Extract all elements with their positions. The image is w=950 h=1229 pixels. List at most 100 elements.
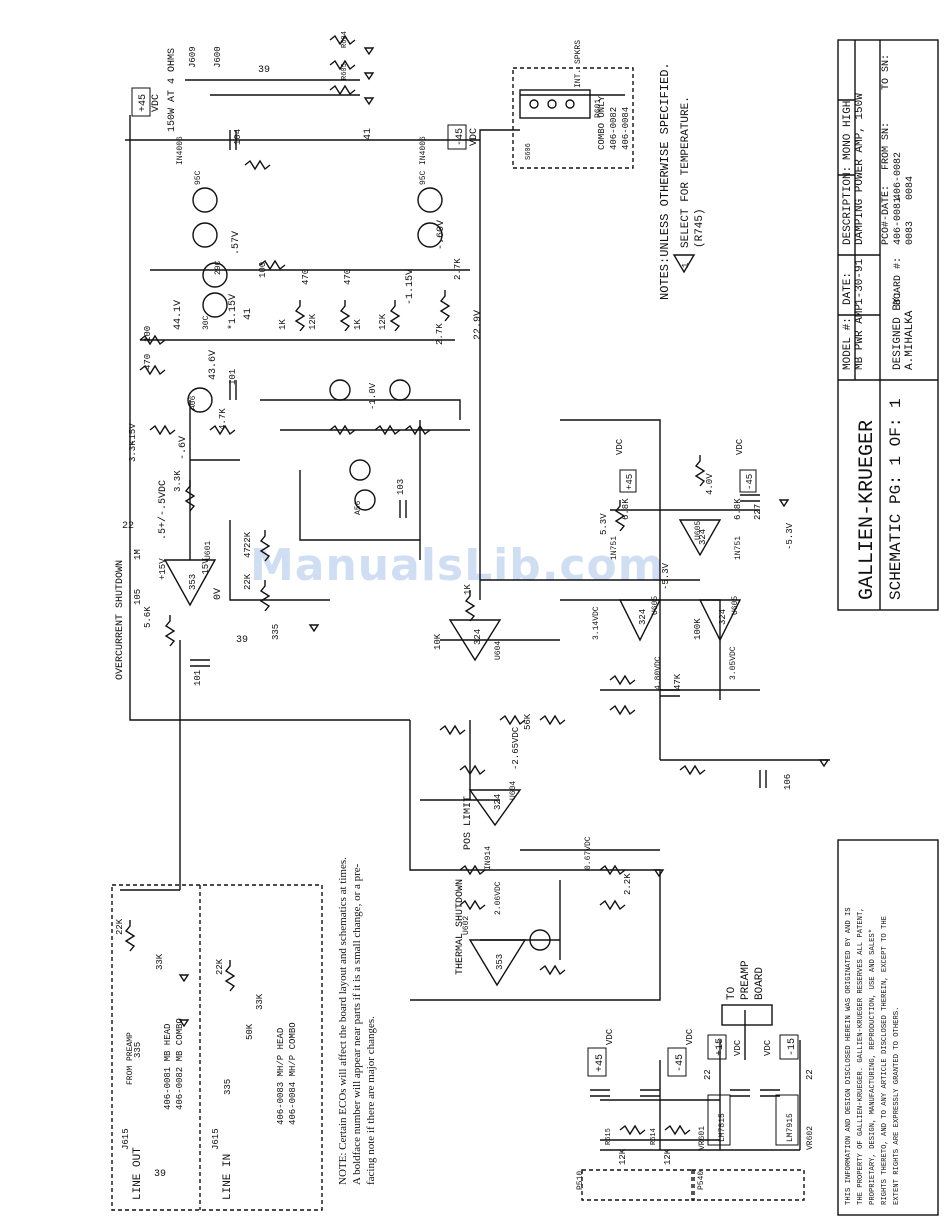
jack-j600: J600	[213, 46, 223, 68]
voltage-0-5: .5+/-.5VDC	[157, 480, 169, 540]
u601-label: U601	[204, 541, 213, 560]
voltage-neg-2-65: -2.65VDC	[511, 726, 521, 770]
node-22: 22	[122, 521, 134, 532]
connector-p510: P510	[576, 1171, 585, 1190]
supply-pos-45: +45	[595, 1054, 606, 1072]
resistor-22k: 22K	[243, 531, 253, 548]
resistor-r614: R614	[650, 1128, 658, 1145]
supply-neg-45: -45	[675, 1054, 686, 1072]
u602-label: U602	[462, 916, 471, 935]
regulator-vr601: VR601	[698, 1126, 707, 1150]
diode-1n751-b: 1N751	[734, 536, 743, 560]
date-label: DATE:	[842, 272, 854, 305]
resistor-12k-b: 12K	[378, 313, 388, 330]
voltage-22-9: 22.9V	[473, 310, 484, 340]
transistor-a06: A06	[189, 395, 198, 410]
supply-neg-15: -15	[787, 1038, 798, 1056]
vdc-mid-label: VDC	[615, 438, 625, 455]
to-sn-label: TO SN:	[881, 54, 892, 90]
u605-label: U605	[651, 596, 660, 615]
opamp-324d: 324	[718, 609, 728, 625]
cap-101-b: 101	[193, 670, 203, 686]
resistor-22k-in: 22K	[115, 918, 125, 935]
node-39: 39	[258, 65, 270, 76]
watermark: ManualsLib.com	[250, 540, 665, 591]
copyright-line: THIS INFORMATION AND DESIGN DISCLOSED HE…	[845, 907, 853, 1205]
voltage-neg-15b: -15V	[128, 423, 138, 445]
int-speakers: INT. SPKRS	[574, 40, 583, 88]
board-mhp-head: 406-0083 MH/P HEAD	[276, 1028, 286, 1125]
voltage-neg-0-6: -.6V	[178, 436, 189, 460]
vdc-label: VDC	[151, 94, 162, 112]
from-sn-label: FROM SN:	[881, 122, 892, 170]
supply-node-22-b: 22	[805, 1069, 815, 1080]
resistor-22k-in-b: 22K	[215, 958, 225, 975]
opamp-324e: 324	[698, 529, 708, 545]
node-39b: 39	[236, 635, 248, 646]
board-value-4: 0084	[905, 176, 916, 200]
description-line-1: MONO HIGH	[842, 101, 854, 160]
resistor-33k-in: 33K	[155, 953, 165, 970]
jack-j615-line-in: J615	[211, 1128, 221, 1150]
voltage-neg-1-15: -1.15V	[405, 269, 416, 305]
supply-vdc-c: VDC	[733, 1039, 743, 1056]
diode-1n751: 1N751	[610, 536, 619, 560]
resistor-22k-b: 22K	[243, 573, 253, 590]
vdc-pos-45: +45	[138, 94, 149, 112]
board-value-1: 406-0081	[893, 197, 904, 245]
circuit-labels: OVERCURRENT SHUTDOWN THERMAL SHUTDOWN PO…	[115, 128, 795, 975]
voltage-0-57: .57V	[231, 231, 242, 255]
eco-note-line: A boldface number will appear near parts…	[351, 863, 363, 1185]
transistor-30c: 30C	[202, 315, 211, 330]
to-preamp-1: TO	[726, 986, 738, 1000]
voltage-1-15: *1.15V	[227, 294, 239, 330]
resistor-r605: R605	[341, 63, 349, 80]
voltage-0v: 0V	[213, 588, 224, 600]
title-block: GALLIEN-KRUEGER SCHEMATIC PG: 1 OF: 1 MO…	[842, 54, 916, 600]
voltage-neg-1-0: -1.0V	[368, 382, 378, 410]
combo-board-1: 406-0082	[609, 107, 619, 150]
supply-vdc-a: VDC	[605, 1028, 615, 1045]
voltage-2-06: 2.06VDC	[494, 881, 503, 915]
power-rating: 150W AT 4 OHMS	[167, 48, 178, 132]
resistor-100: 100	[143, 326, 153, 342]
eco-note-line: NOTE: Certain ECOs will affect the board…	[337, 857, 349, 1185]
resistor-100k: 100K	[693, 618, 703, 640]
voltage-5-3: 5.3V	[599, 513, 609, 535]
voltage-pos-15: +15V	[158, 558, 168, 580]
diode-in4006-b: IN4006	[419, 136, 428, 165]
resistor-1k: 1K	[278, 319, 288, 330]
board-label: BOARD #:	[893, 257, 904, 305]
supply-pos-15: +15	[715, 1038, 726, 1056]
notes: NOTES:UNLESS OTHERWISE SPECIFIED. 1 SELE…	[658, 62, 706, 300]
cap-47: 47	[243, 547, 253, 558]
resistor-3-3k-b: 3.3K	[128, 440, 138, 462]
pot-50k: 50K	[245, 1023, 255, 1040]
voltage-neg-5-3b: -5.3V	[785, 522, 795, 550]
u604-label: U604	[509, 781, 518, 800]
transistor-29c: 29C	[214, 260, 223, 275]
eco-note: NOTE: Certain ECOs will affect the board…	[337, 857, 377, 1185]
cap-101: 101	[228, 369, 238, 385]
designed-by-label: DESIGNED BY:	[892, 291, 904, 370]
input-section: J615 LINE OUT J615 LINE IN FROM PREAMP 4…	[115, 918, 298, 1200]
to-preamp-2: PREAMP	[740, 960, 752, 1000]
resistor-470: 470	[301, 269, 311, 285]
designed-by-value: A.MIHALKA	[904, 310, 916, 370]
transistor-95c: 95C	[194, 170, 203, 185]
notes-unless: NOTES:UNLESS OTHERWISE SPECIFIED.	[658, 62, 672, 300]
cap-106: 106	[783, 774, 793, 790]
resistor-47k: 47K	[673, 673, 683, 690]
description-line-2: DAMPING POWER AMP, 150W	[854, 93, 866, 245]
cap-105: 105	[133, 589, 143, 605]
transistor-a56: A56	[354, 500, 363, 515]
resistor-470-c: 470	[143, 354, 153, 370]
company-name: GALLIEN-KRUEGER	[856, 420, 879, 600]
regulator-vr602: VR602	[806, 1126, 815, 1150]
supply-section: +45 VDC -45 VDC +15 VDC -15 VDC LM7815 V…	[576, 960, 815, 1190]
opamp-324: 324	[493, 794, 503, 810]
board-value-3: 406-0082	[893, 152, 904, 200]
opamp-353: 353	[188, 574, 198, 590]
overcurrent-label: OVERCURRENT SHUTDOWN	[115, 560, 126, 680]
resistor-100-b: 100	[258, 262, 268, 278]
